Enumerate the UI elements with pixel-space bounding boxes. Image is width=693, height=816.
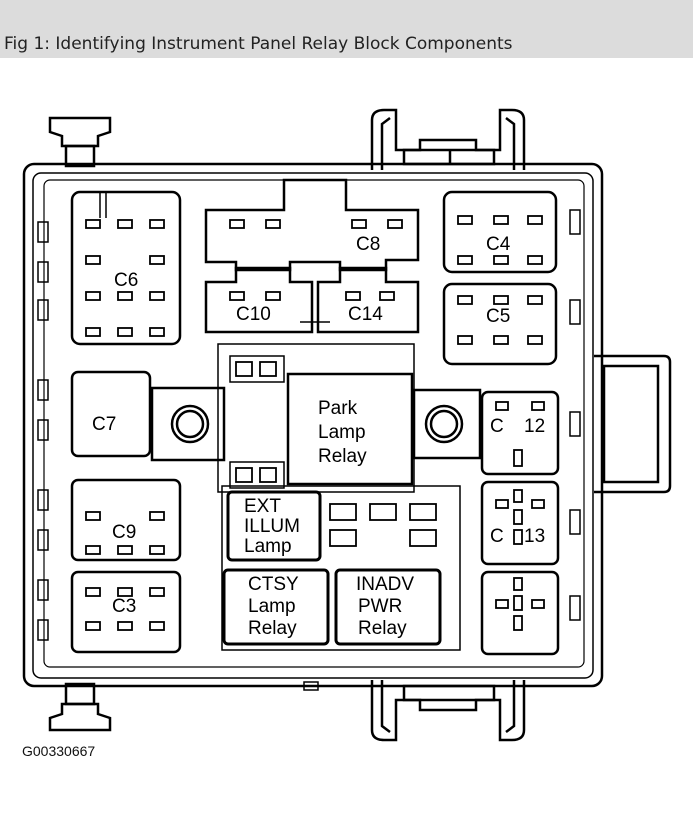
connector-c14 bbox=[316, 266, 420, 334]
inadv-pwr-relay bbox=[334, 568, 442, 646]
connector-c4 bbox=[442, 190, 558, 274]
connector-c12 bbox=[480, 390, 560, 476]
ext-relay-line-1: EXT bbox=[244, 496, 281, 517]
inadv-relay-line-2: PWR bbox=[358, 596, 402, 617]
connector-c10 bbox=[204, 266, 314, 334]
label-c12-letter: C bbox=[490, 416, 504, 437]
label-c14: C14 bbox=[348, 304, 383, 325]
label-c13-number: 13 bbox=[524, 526, 545, 547]
ctsy-relay-line-2: Lamp bbox=[248, 596, 296, 617]
ctsy-lamp-relay bbox=[222, 568, 330, 646]
label-c13-letter: C bbox=[490, 526, 504, 547]
top-latch bbox=[370, 108, 526, 170]
park-relay-line-2: Lamp bbox=[318, 422, 366, 443]
housing-outer bbox=[22, 162, 604, 688]
connector-c5 bbox=[442, 282, 558, 366]
mount-post-top-left bbox=[48, 116, 112, 168]
bolt-mount-left bbox=[150, 386, 226, 462]
ctsy-relay-line-3: Relay bbox=[248, 618, 297, 639]
ext-relay-line-3: Lamp bbox=[244, 536, 292, 557]
inadv-relay-line-1: INADV bbox=[356, 574, 414, 595]
bolt-mount-right bbox=[412, 388, 482, 460]
label-c4: C4 bbox=[486, 234, 511, 255]
label-c6: C6 bbox=[114, 270, 138, 291]
caption-bar: Fig 1: Identifying Instrument Panel Rela… bbox=[0, 0, 693, 58]
right-latch bbox=[594, 354, 672, 494]
connector-lower-right bbox=[480, 570, 560, 656]
right-clips bbox=[569, 209, 581, 621]
park-relay-line-1: Park bbox=[318, 398, 358, 419]
ctsy-relay-line-1: CTSY bbox=[248, 574, 299, 595]
connector-c13 bbox=[480, 480, 560, 566]
label-c9: C9 bbox=[112, 522, 136, 543]
left-clips bbox=[37, 221, 49, 641]
label-c3: C3 bbox=[112, 596, 136, 617]
park-relay-line-3: Relay bbox=[318, 446, 367, 467]
pin-slots bbox=[85, 215, 545, 631]
label-c7: C7 bbox=[92, 414, 116, 435]
connector-c3 bbox=[70, 570, 182, 654]
inadv-relay-line-3: Relay bbox=[358, 618, 407, 639]
connector-c9 bbox=[70, 478, 182, 562]
mount-post-bottom-left bbox=[48, 682, 112, 732]
figure-caption: Fig 1: Identifying Instrument Panel Rela… bbox=[4, 34, 513, 54]
bottom-latch bbox=[370, 680, 526, 742]
housing-inner bbox=[32, 172, 594, 679]
connector-c7 bbox=[70, 370, 152, 458]
connector-c8 bbox=[204, 178, 420, 272]
label-c10: C10 bbox=[236, 304, 271, 325]
label-c8: C8 bbox=[356, 234, 380, 255]
park-lamp-relay bbox=[286, 372, 414, 486]
connector-c6 bbox=[70, 190, 182, 346]
label-c12-number: 12 bbox=[524, 416, 545, 437]
figure-code: G00330667 bbox=[22, 743, 96, 759]
label-c5: C5 bbox=[486, 306, 510, 327]
ext-illum-lamp-relay bbox=[226, 490, 322, 562]
ext-relay-line-2: ILLUM bbox=[244, 516, 300, 537]
